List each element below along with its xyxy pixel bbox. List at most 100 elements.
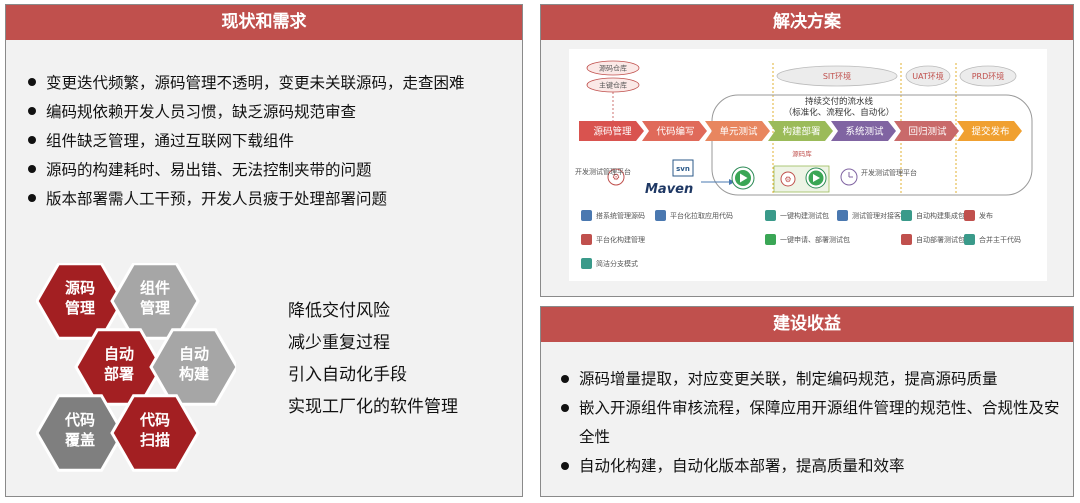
feature-icon [964, 234, 975, 245]
hexagon-code-coverage: 代码 覆盖 [36, 394, 125, 472]
needs-list: 变更迭代频繁，源码管理不透明，变更未关联源码，走查困难 编码规依赖开发人员习惯，… [26, 69, 516, 214]
feature-label: 平台化拉取应用代码 [670, 211, 733, 220]
prd-env-label: PRD环境 [972, 71, 1005, 81]
feature-list: 搭系统管理源码 平台化拉取应用代码 一键构建测试包 测试管理对接客户自动构建集成包 发布… [581, 210, 1021, 269]
benefits-list: 源码增量提取，对应变更关联，制定编码规范，提高源码质量 嵌入开源组件审核流程，保… [559, 365, 1064, 481]
pipeline-stages: 源码管理 代码编写 单元测试 构建部署 系统测试 回归测试 提交发布 [579, 121, 1022, 141]
svn-icon [672, 159, 694, 177]
benefit-list: 降低交付风险 减少重复过程 引入自动化手段 实现工厂化的软件管理 [288, 295, 458, 423]
hexagon-label: 代码 [139, 411, 170, 429]
hexagon-label: 构建 [179, 365, 210, 383]
feature-icon [765, 210, 776, 221]
stage-arrow [831, 121, 896, 141]
feature-label: 简洁分支模式 [596, 259, 638, 268]
prd-env-oval [959, 65, 1017, 87]
feature-icon [655, 210, 666, 221]
sit-env-oval [776, 65, 898, 87]
hexagon-label: 源码 [65, 279, 95, 297]
hexagon-label: 管理 [140, 299, 170, 317]
benefit-item: 减少重复过程 [288, 333, 390, 353]
stage-arrow [894, 121, 959, 141]
key-repo-label: 主键仓库 [599, 81, 627, 90]
panel-title: 解决方案 [541, 5, 1073, 40]
pipeline-title: 持续交付的流水线 [805, 96, 874, 107]
stage-arrow [705, 121, 770, 141]
list-item: 变更迭代频繁，源码管理不透明，变更未关联源码，走查困难 [26, 69, 516, 98]
feature-label: 一键构建测试包 [780, 211, 829, 220]
sit-env-label: SIT环境 [823, 71, 851, 81]
status-and-needs-panel: 现状和需求 变更迭代频繁，源码管理不透明，变更未关联源码，走查困难 编码规依赖开… [5, 4, 523, 497]
pipeline-diagram: 源码仓库 主键仓库 SIT环境 UAT环境 PRD环境 持续交付的流水线 （标准… [569, 49, 1047, 281]
stage-arrow [768, 121, 833, 141]
list-item: 版本部署需人工干预，开发人员疲于处理部署问题 [26, 185, 516, 214]
list-item: 源码增量提取，对应变更关联，制定编码规范，提高源码质量 [559, 365, 1064, 394]
stage-label: 构建部署 [782, 126, 820, 138]
source-repo-label: 源码仓库 [599, 64, 627, 73]
feature-label: 测试管理对接客户 [852, 211, 908, 220]
hexagon-label: 组件 [140, 279, 170, 297]
right-note: 开发测试管理平台 [861, 168, 917, 177]
feature-label: 自动部署测试包 [916, 235, 965, 244]
gear-icon [780, 171, 796, 187]
hexagon-label: 管理 [65, 299, 95, 317]
hexagon-label: 自动 [104, 345, 134, 363]
benefit-item: 降低交付风险 [288, 301, 390, 321]
stage-label: 单元测试 [719, 126, 758, 138]
hexagon-label: 覆盖 [65, 431, 95, 449]
hexagon-label: 部署 [104, 365, 134, 383]
hexagon-auto-deploy: 自动 部署 [74, 328, 164, 406]
feature-icon [581, 234, 592, 245]
hexagon-label: 扫描 [140, 431, 170, 449]
benefit-item: 实现工厂化的软件管理 [288, 397, 458, 417]
feature-icon [837, 210, 848, 221]
list-item: 编码规依赖开发人员习惯，缺乏源码规范审查 [26, 98, 516, 127]
uat-env-label: UAT环境 [912, 71, 944, 81]
left-note: 开发测试管理平台 [575, 167, 631, 176]
feature-label: 平台化构建管理 [596, 235, 645, 244]
feature-icon [901, 210, 912, 221]
benefit-item: 引入自动化手段 [288, 365, 407, 385]
feature-icon [581, 210, 592, 221]
list-item: 嵌入开源组件审核流程，保障应用开源组件管理的规范性、合规性及安全性 [559, 394, 1064, 452]
feature-label: 搭系统管理源码 [596, 211, 645, 220]
construction-benefits-panel: 建设收益 源码增量提取，对应变更关联，制定编码规范，提高源码质量 嵌入开源组件审… [540, 306, 1074, 497]
capability-hexagons: 源码 管理 组件 管理 自动 部署 自动 构建 代码 覆盖 代码 扫描 [36, 263, 236, 472]
feature-label: 合并主干代码 [979, 235, 1021, 244]
list-item: 自动化构建，自动化版本部署，提高质量和效率 [559, 452, 1064, 481]
uat-env-oval [905, 65, 951, 87]
stage-arrow [642, 121, 707, 141]
source-repo-oval [586, 60, 640, 76]
feature-icon [765, 234, 776, 245]
stage-label: 回归测试 [908, 126, 947, 138]
stage-arrow [579, 121, 644, 141]
feature-label: 一键申请、部署测试包 [780, 235, 850, 244]
svg-text:svn: svn [676, 165, 690, 173]
feature-icon [581, 258, 592, 269]
stage-label: 源码管理 [593, 126, 632, 138]
lib-label: 源码库 [792, 149, 812, 158]
stage-label: 系统测试 [845, 126, 884, 138]
panel-title: 现状和需求 [6, 5, 522, 40]
stage-label: 代码编写 [656, 126, 694, 138]
maven-logo: Maven [645, 182, 693, 197]
hexagon-component-management: 组件 管理 [110, 263, 200, 340]
hexagon-label: 代码 [64, 411, 95, 429]
feature-icon [901, 234, 912, 245]
panel-title: 建设收益 [541, 307, 1073, 342]
svg-text:⚙: ⚙ [784, 175, 791, 184]
list-item: 组件缺乏管理，通过互联网下载组件 [26, 127, 516, 156]
svg-text:⚙: ⚙ [612, 173, 620, 183]
pipeline-subtitle: （标准化、流程化、自动化） [784, 107, 895, 118]
pipeline-frame [711, 94, 1033, 196]
hexagon-auto-build: 自动 构建 [149, 328, 236, 406]
feature-label: 发布 [979, 211, 993, 220]
stage-label: 提交发布 [971, 126, 1009, 138]
feature-label: 自动构建集成包 [916, 211, 965, 220]
pipeline-diagram-svg: 源码仓库 主键仓库 SIT环境 UAT环境 PRD环境 持续交付的流水线 （标准… [575, 60, 1033, 269]
hexagon-label: 自动 [179, 345, 209, 363]
feature-icon [964, 210, 975, 221]
stage-arrow [957, 121, 1022, 141]
hexagon-source-management: 源码 管理 [36, 263, 125, 340]
gear-icon [607, 168, 625, 186]
hexagon-code-scan: 代码 扫描 [110, 394, 200, 472]
